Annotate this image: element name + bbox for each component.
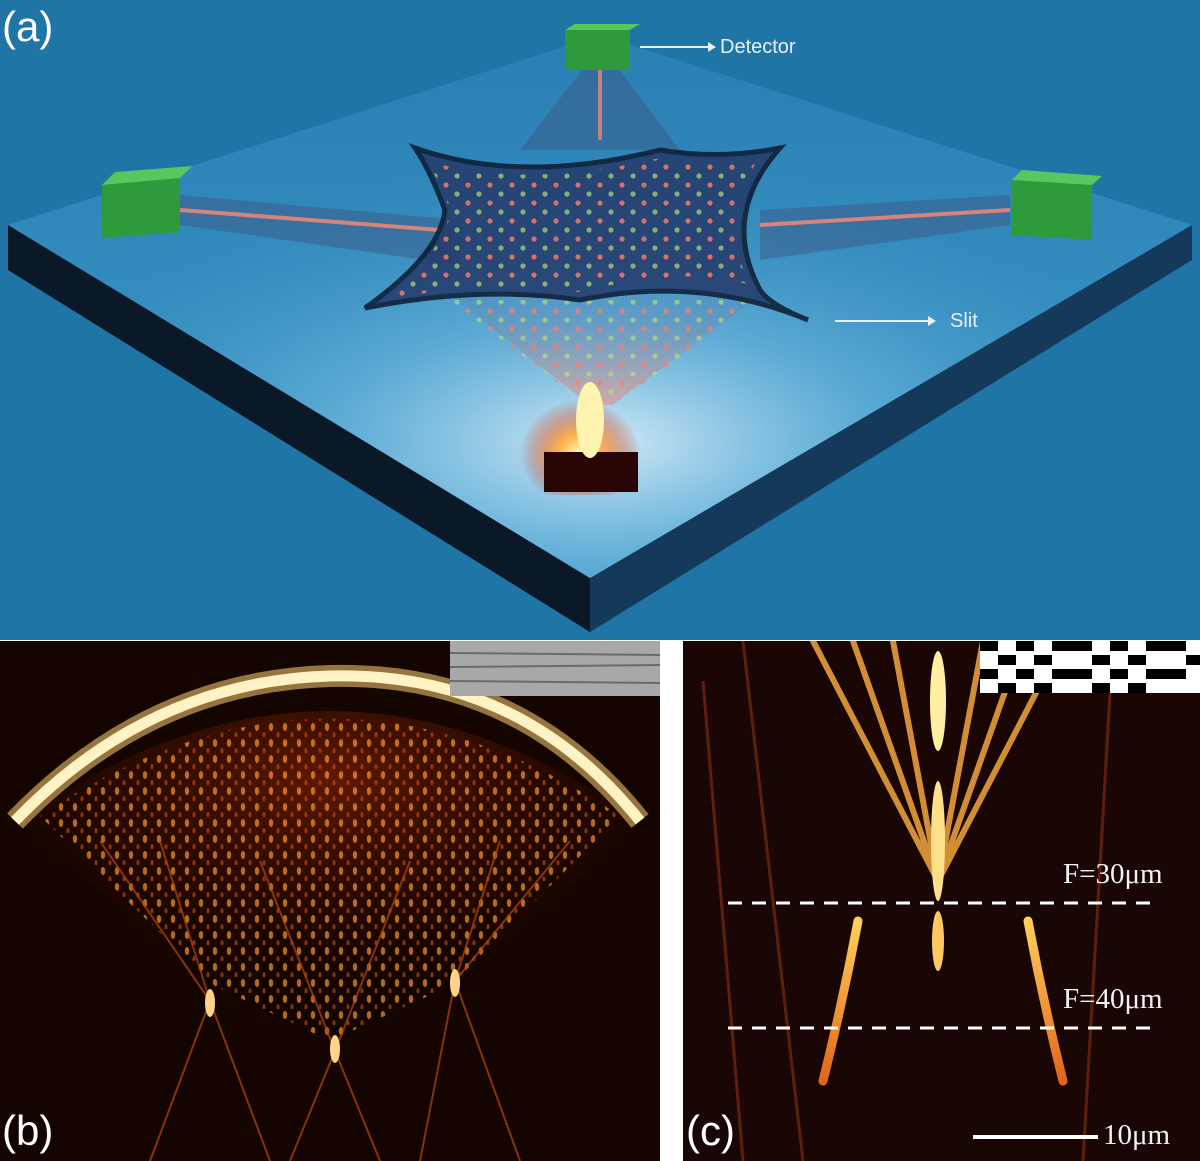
panel-letter-b: (b) <box>2 1107 54 1154</box>
detector-block <box>102 166 192 238</box>
slit-label: Slit <box>950 310 978 332</box>
detector-label: Detector <box>720 36 796 58</box>
chip-schematic-svg <box>8 24 1192 632</box>
detector-block <box>1012 170 1102 240</box>
arrow-icon <box>835 316 936 326</box>
panel-letter-c: (c) <box>686 1107 735 1154</box>
panel-a-chip-schematic: Detector Slit <box>0 0 1200 640</box>
arrow-icon <box>640 42 716 52</box>
focus-40-label: F=40μm <box>1063 983 1163 1015</box>
focus-map-c-svg <box>683 641 1200 1161</box>
light-source-block <box>520 382 640 495</box>
scale-bar-label: 10μm <box>1103 1119 1171 1151</box>
field-map-b-svg <box>0 641 660 1161</box>
panel-letter-a: (a) <box>2 3 54 50</box>
detector-block <box>565 24 640 70</box>
focus-30-label: F=30μm <box>1063 858 1163 890</box>
panel-b-field-map <box>0 641 660 1161</box>
panel-c-focus-map: F=30μm F=40μm 10μm <box>683 641 1200 1161</box>
